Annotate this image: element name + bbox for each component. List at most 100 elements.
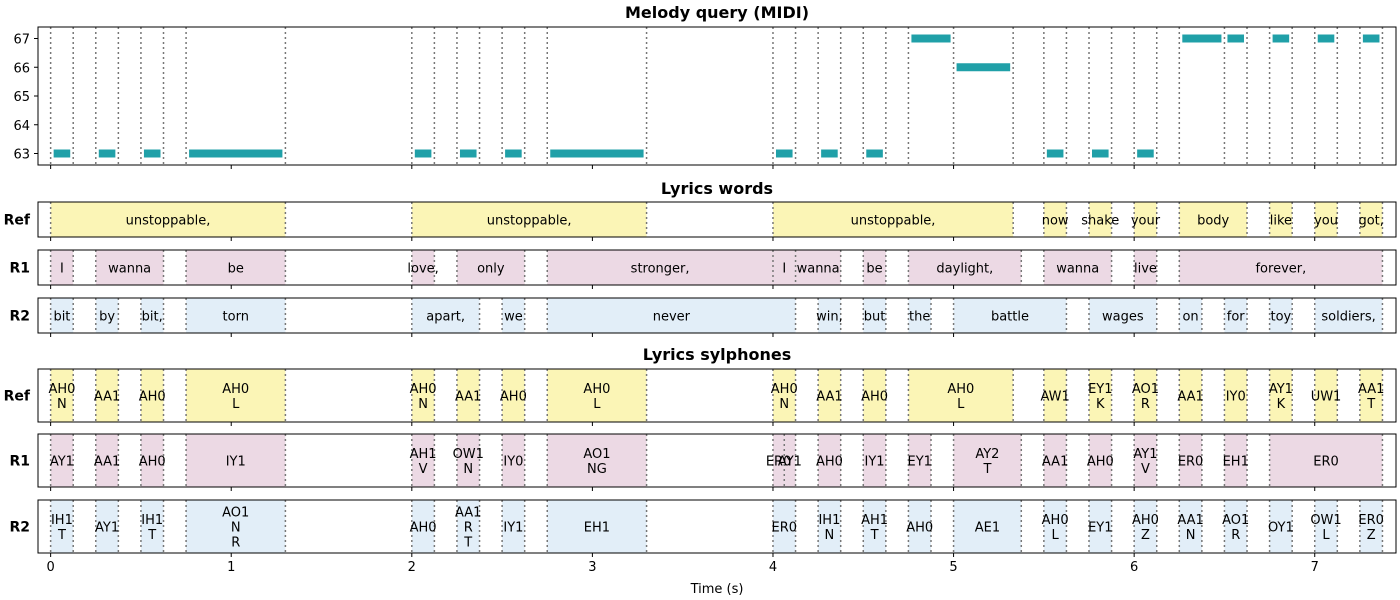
- segment-label: unstoppable,: [487, 214, 572, 229]
- segment-label: IH1: [818, 513, 840, 528]
- segment-label: AY2: [975, 447, 999, 462]
- segment-box: [95, 298, 119, 333]
- segment-box: [1224, 298, 1248, 333]
- segment-label: EY1: [907, 455, 931, 470]
- segment-label: Z: [1367, 528, 1376, 543]
- segment-label: ER0: [766, 455, 792, 470]
- segment-label: AH0: [222, 382, 249, 397]
- melody-note: [98, 149, 116, 158]
- segment-label: you: [1314, 214, 1338, 229]
- segment-box: [1314, 369, 1338, 422]
- x-tick-label: 0: [47, 560, 55, 575]
- segment-box: [1179, 250, 1383, 285]
- segment-label: unstoppable,: [851, 214, 936, 229]
- segment-box: [186, 500, 286, 553]
- melody-note: [911, 34, 951, 43]
- melody-note: [1227, 34, 1245, 43]
- row-label: R2: [9, 309, 30, 325]
- segment-box: [908, 250, 1022, 285]
- sylphones-title: Lyrics sylphones: [643, 345, 792, 364]
- segment-box: [784, 434, 796, 487]
- segment-box: [1269, 434, 1383, 487]
- segment-box: [863, 298, 886, 333]
- segment-box: [50, 202, 286, 237]
- segment-box: [186, 369, 286, 422]
- segment-label: T: [57, 528, 66, 543]
- segment-box: [818, 500, 841, 553]
- segment-label: like: [1270, 214, 1292, 229]
- segment-label: K: [1277, 397, 1286, 412]
- segment-label: AO1: [1222, 513, 1249, 528]
- row-frame: [37, 368, 1397, 423]
- melody-note: [1046, 149, 1064, 158]
- segment-box: [1089, 202, 1112, 237]
- segment-label: win,: [816, 310, 843, 325]
- segment-box: [1089, 298, 1157, 333]
- segment-box: [908, 500, 931, 553]
- segment-label: Z: [1141, 528, 1150, 543]
- segment-label: R: [231, 536, 240, 551]
- segment-label: IY0: [503, 455, 523, 470]
- segment-label: L: [593, 397, 601, 412]
- segment-box: [456, 369, 480, 422]
- segment-box: [1043, 500, 1067, 553]
- segment-label: stronger,: [631, 262, 690, 277]
- segment-label: be: [866, 262, 882, 277]
- segment-label: AE1: [975, 521, 1000, 536]
- x-tick-label: 7: [1311, 560, 1319, 575]
- segment-label: UW1: [1311, 390, 1342, 405]
- segment-label: your: [1131, 214, 1161, 229]
- row-frame: [37, 433, 1397, 488]
- segment-label: I: [782, 262, 786, 277]
- segment-label: K: [1096, 397, 1105, 412]
- segment-label: IY0: [1226, 390, 1246, 405]
- melody-note: [956, 63, 1011, 72]
- segment-box: [1134, 250, 1157, 285]
- segment-box: [1089, 500, 1112, 553]
- row-frame: [37, 249, 1397, 286]
- segment-label: T: [982, 462, 991, 477]
- segment-box: [772, 434, 785, 487]
- segment-box: [186, 434, 286, 487]
- segment-label: AY1: [1133, 447, 1157, 462]
- segment-box: [1134, 202, 1157, 237]
- x-tick-label: 4: [769, 560, 777, 575]
- segment-box: [818, 369, 841, 422]
- row-label: Ref: [4, 213, 31, 229]
- segment-label: toy: [1271, 310, 1292, 325]
- segment-label: be: [228, 262, 244, 277]
- segment-box: [456, 434, 480, 487]
- segment-box: [1179, 369, 1202, 422]
- segment-label: AH0: [410, 382, 437, 397]
- segment-label: only: [477, 262, 505, 277]
- segment-box: [1134, 434, 1157, 487]
- segment-label: AH0: [771, 382, 798, 397]
- segment-label: IY1: [865, 455, 885, 470]
- segment-box: [95, 369, 119, 422]
- segment-label: N: [1186, 528, 1196, 543]
- segment-label: ER0: [1358, 513, 1384, 528]
- melody-note: [821, 149, 838, 158]
- segment-label: NG: [587, 462, 607, 477]
- x-tick-label: 2: [408, 560, 416, 575]
- segment-label: N: [57, 397, 67, 412]
- segment-label: but: [864, 310, 886, 325]
- melody-note: [1092, 149, 1109, 158]
- y-tick-label: 67: [13, 33, 30, 48]
- segment-box: [456, 250, 525, 285]
- segment-label: AO1: [222, 506, 249, 521]
- segment-label: AY1: [95, 521, 119, 536]
- segment-box: [863, 434, 886, 487]
- y-tick-label: 65: [13, 90, 30, 105]
- segment-label: I: [60, 262, 64, 277]
- segment-label: AH0: [1087, 455, 1114, 470]
- segment-label: EH1: [584, 521, 610, 536]
- segment-box: [50, 369, 74, 422]
- segment-box: [1179, 434, 1202, 487]
- segment-label: body: [1197, 214, 1229, 229]
- segment-label: ER0: [1313, 455, 1339, 470]
- segment-label: bit,: [142, 310, 163, 325]
- segment-label: IH1: [141, 513, 163, 528]
- segment-box: [1134, 500, 1157, 553]
